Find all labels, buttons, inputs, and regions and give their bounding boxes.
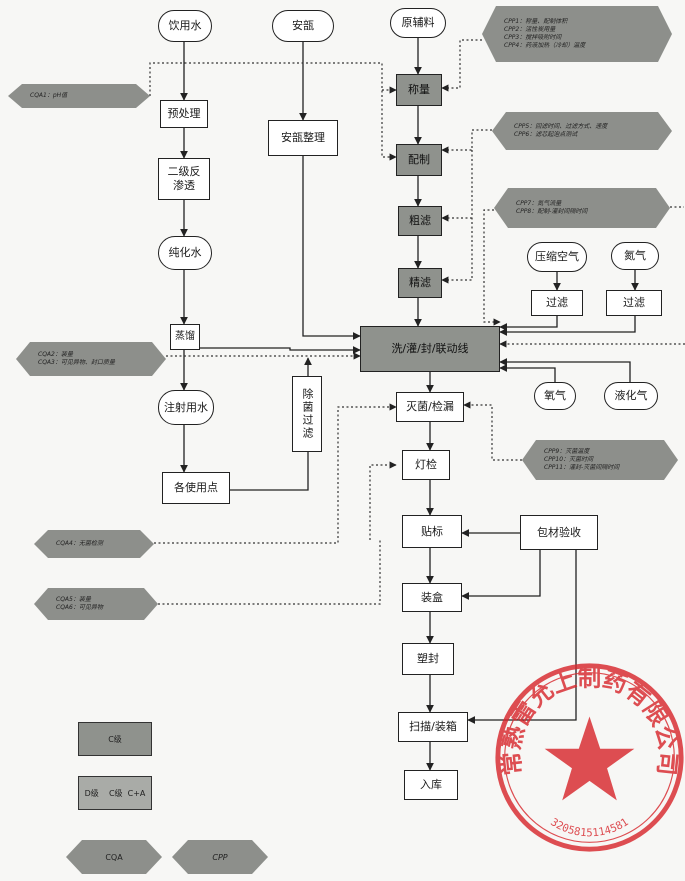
- coarse-filter-node: 粗滤: [398, 206, 442, 236]
- sterile-filter-node: 除菌过滤: [292, 376, 322, 452]
- cqa-volume-text: CQA5：装量 CQA6：可见异物: [56, 596, 103, 611]
- sterile-filter-label: 除菌过滤: [301, 388, 314, 440]
- drinking-water-node: 饮用水: [158, 10, 212, 42]
- cpp-sterilization-text: CPP9：灭菌温度 CPP10：灭菌时间 CPP11：灌封-灭菌间隔时间: [544, 448, 620, 471]
- nitrogen-node: 氮气: [611, 242, 659, 270]
- cqa-filling-hexagon: CQA2：装量 CQA3：可见异物、封口质量: [16, 342, 166, 376]
- nitrogen-filter-node: 过滤: [606, 290, 662, 316]
- legend-cpp-hexagon: CPP: [172, 840, 268, 874]
- ampoule-node: 安瓿: [272, 10, 334, 42]
- sterilize-leak-node: 灭菌/检漏: [396, 392, 464, 422]
- fine-filter-node: 精滤: [398, 268, 442, 298]
- shrink-wrap-node: 塑封: [402, 643, 454, 675]
- cqa-sterility-text: CQA4：无菌检测: [56, 540, 103, 547]
- cpp-weighing-text: CPP1：称量、配制体积 CPP2：活性炭用量 CPP3：搅拌吸附时间 CPP4…: [504, 18, 586, 49]
- labeling-node: 贴标: [402, 515, 462, 548]
- cqa-ph-hexagon: CQA1：pH值: [8, 84, 150, 108]
- weighing-node: 称量: [396, 74, 442, 106]
- cpp-sterilization-hexagon: CPP9：灭菌温度 CPP10：灭菌时间 CPP11：灌封-灭菌间隔时间: [522, 440, 678, 480]
- water-for-injection-node: 注射用水: [158, 390, 214, 425]
- use-point-node: 各使用点: [162, 472, 230, 504]
- legend-cqa-hexagon: CQA: [66, 840, 162, 874]
- cqa-sterility-hexagon: CQA4：无菌检测: [34, 530, 154, 558]
- svg-text:3205815114581: 3205815114581: [548, 815, 630, 839]
- company-seal-stamp: 常熟雷允上制药有限公司 3205815114581: [495, 663, 684, 852]
- oxygen-node: 氧气: [534, 382, 576, 410]
- compressed-air-filter-node: 过滤: [531, 290, 583, 316]
- pretreatment-node: 预处理: [160, 100, 208, 128]
- compressed-air-node: 压缩空气: [527, 242, 587, 272]
- warehouse-node: 入库: [404, 770, 458, 800]
- distillation-node: 蒸馏: [170, 324, 200, 350]
- legend-d-c-grade: D级 C级 C+A: [78, 776, 152, 810]
- raw-material-node: 原辅料: [390, 8, 446, 38]
- cqa-ph-text: CQA1：pH值: [30, 92, 68, 99]
- lpg-node: 液化气: [604, 382, 658, 410]
- legend-c-grade: C级: [78, 722, 152, 756]
- cpp-filtration-hexagon: CPP5：回滤时间、过滤方式、速度 CPP6：滤芯起泡点测试: [492, 112, 672, 150]
- light-inspection-node: 灯检: [402, 450, 450, 480]
- cpp-nitrogen-text: CPP7：氮气流量 CPP8：配制-灌封间隔时间: [516, 200, 588, 215]
- cpp-filtration-text: CPP5：回滤时间、过滤方式、速度 CPP6：滤芯起泡点测试: [514, 123, 608, 138]
- scan-pack-node: 扫描/装箱: [398, 712, 468, 742]
- cpp-weighing-hexagon: CPP1：称量、配制体积 CPP2：活性炭用量 CPP3：搅拌吸附时间 CPP4…: [482, 6, 672, 62]
- boxing-node: 装盒: [402, 583, 462, 612]
- ampoule-arrange-node: 安瓿整理: [268, 120, 338, 156]
- wash-fill-seal-line-node: 洗/灌/封/联动线: [360, 326, 500, 372]
- reverse-osmosis-node: 二级反渗透: [158, 158, 210, 200]
- cqa-filling-text: CQA2：装量 CQA3：可见异物、封口质量: [38, 351, 115, 366]
- packaging-acceptance-node: 包材验收: [520, 515, 598, 550]
- purified-water-node: 纯化水: [158, 236, 212, 270]
- cpp-nitrogen-hexagon: CPP7：氮气流量 CPP8：配制-灌封间隔时间: [494, 188, 670, 228]
- cqa-volume-hexagon: CQA5：装量 CQA6：可见异物: [34, 588, 158, 620]
- preparation-node: 配制: [396, 144, 442, 176]
